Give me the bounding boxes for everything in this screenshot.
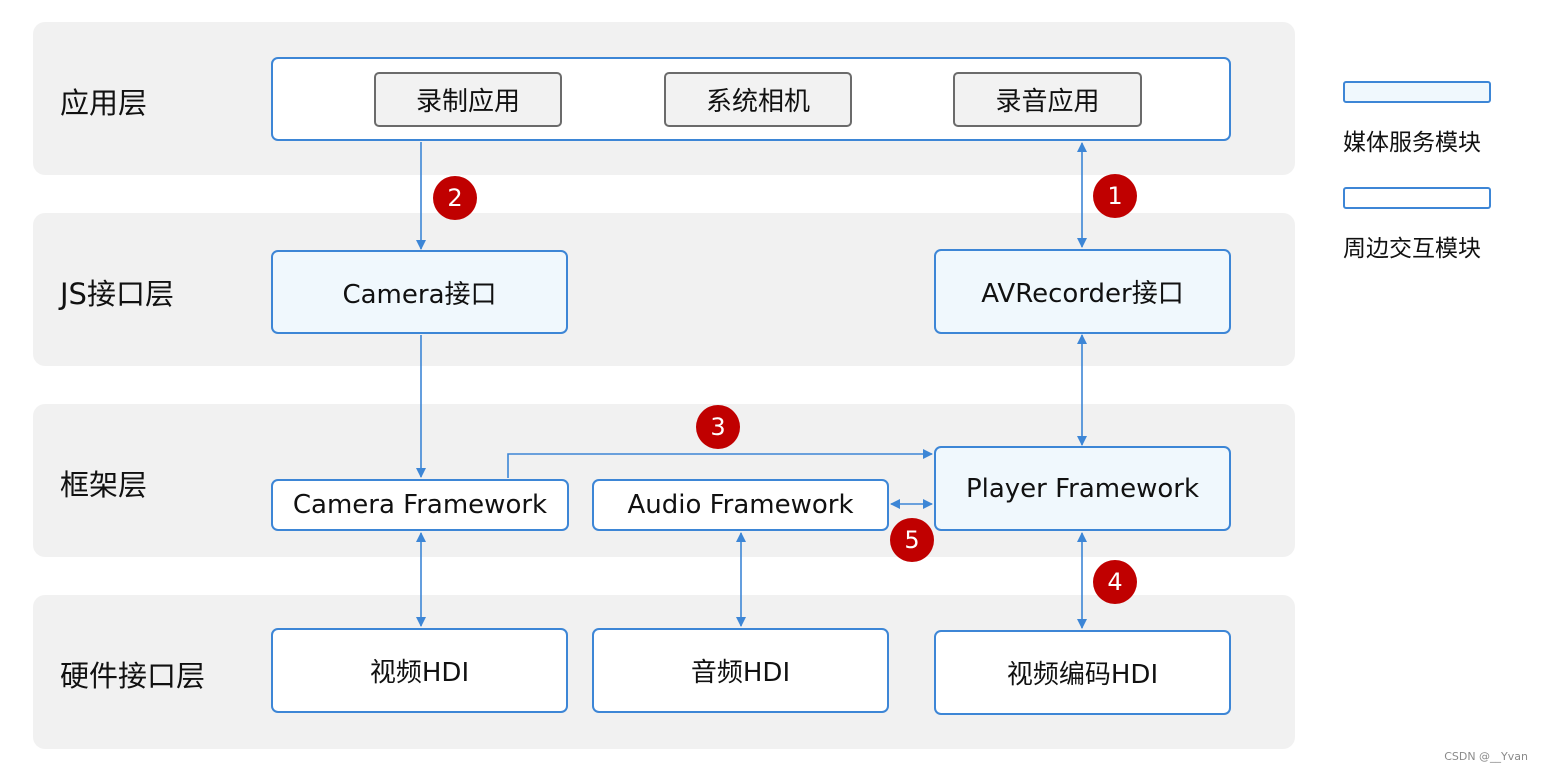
legend-media-service-swatch bbox=[1343, 81, 1491, 103]
arrow-camera-framework-to-player bbox=[507, 449, 933, 478]
video-codec-hdi-box: 视频编码HDI bbox=[934, 630, 1231, 715]
step-badge-1: 1 bbox=[1093, 174, 1137, 218]
avrecorder-interface-box: AVRecorder接口 bbox=[934, 249, 1231, 334]
step-badge-5: 5 bbox=[890, 518, 934, 562]
legend-media-service-label: 媒体服务模块 bbox=[1343, 130, 1481, 156]
system-camera-app: 系统相机 bbox=[664, 72, 852, 127]
legend-peripheral-label: 周边交互模块 bbox=[1343, 236, 1481, 262]
camera-framework-box: Camera Framework bbox=[271, 479, 569, 531]
player-framework-box: Player Framework bbox=[934, 446, 1231, 531]
step-badge-4: 4 bbox=[1093, 560, 1137, 604]
step-badge-3: 3 bbox=[696, 405, 740, 449]
js-interface-layer-label: JS接口层 bbox=[60, 277, 174, 311]
framework-layer-label: 框架层 bbox=[60, 468, 148, 502]
legend-peripheral-swatch bbox=[1343, 187, 1491, 209]
camera-interface-box: Camera接口 bbox=[271, 250, 568, 334]
audio-hdi-box: 音频HDI bbox=[592, 628, 889, 713]
audio-framework-box: Audio Framework bbox=[592, 479, 889, 531]
hardware-interface-layer-label: 硬件接口层 bbox=[60, 659, 206, 693]
watermark: CSDN @__Yvan bbox=[1444, 750, 1528, 763]
step-badge-2: 2 bbox=[433, 176, 477, 220]
application-layer-label: 应用层 bbox=[60, 86, 148, 120]
audio-recording-app: 录音应用 bbox=[953, 72, 1142, 127]
recording-app: 录制应用 bbox=[374, 72, 562, 127]
video-hdi-box: 视频HDI bbox=[271, 628, 568, 713]
